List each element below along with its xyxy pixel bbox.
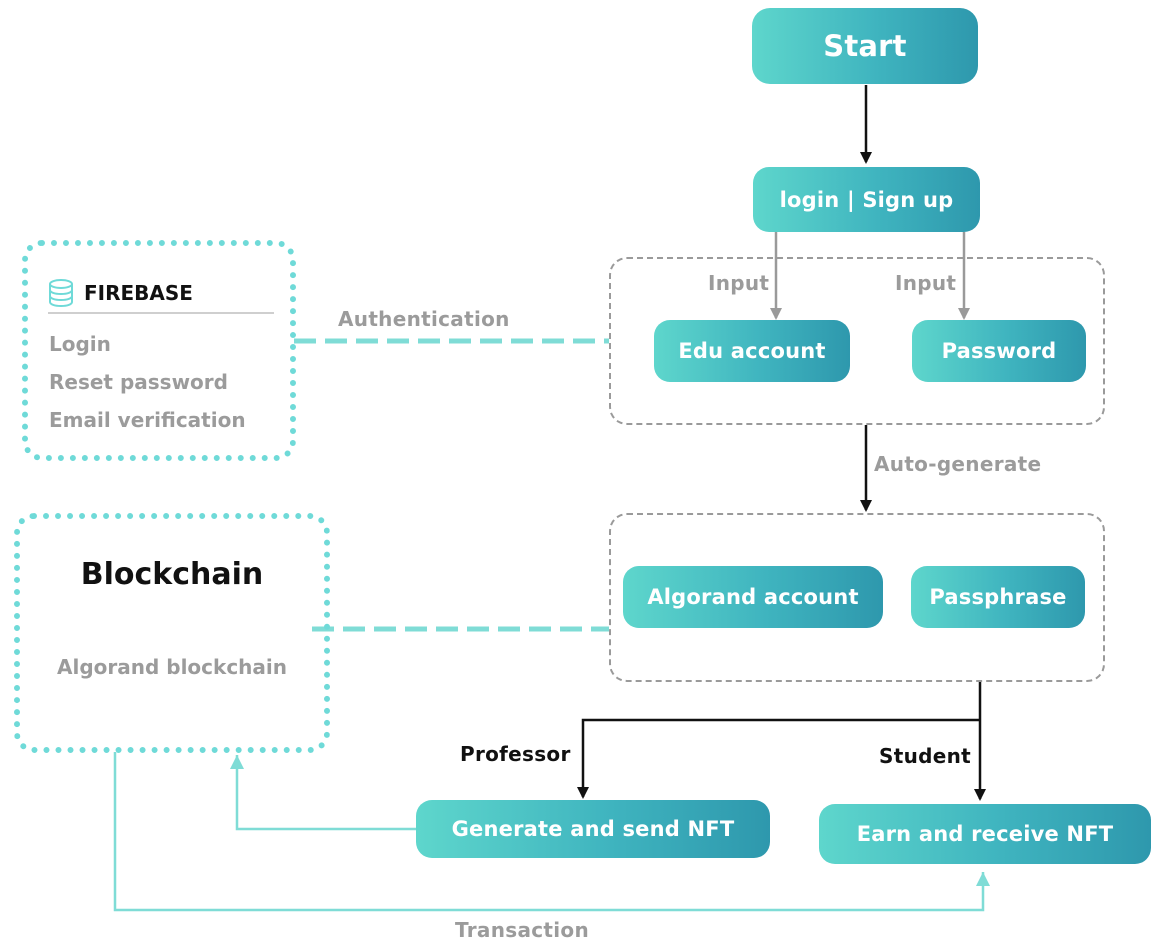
- arrow-to-professor: [577, 718, 980, 799]
- edu-account-node: Edu account: [654, 320, 850, 382]
- firebase-title: FIREBASE: [84, 281, 193, 305]
- student-label: Student: [879, 744, 971, 768]
- auto-generate-label: Auto-generate: [874, 452, 1042, 476]
- authentication-label: Authentication: [338, 307, 510, 331]
- blockchain-subtitle: Algorand blockchain: [56, 655, 288, 679]
- arrow-nft-to-blockchain: [230, 755, 417, 831]
- professor-label: Professor: [460, 742, 571, 766]
- transaction-label: Transaction: [455, 918, 589, 942]
- login-signup-node: login | Sign up: [753, 167, 980, 232]
- password-node: Password: [912, 320, 1086, 382]
- credentials-group: [609, 257, 1105, 425]
- generate-send-nft-node: Generate and send NFT: [416, 800, 770, 858]
- earn-receive-nft-node: Earn and receive NFT: [819, 804, 1151, 864]
- passphrase-node: Passphrase: [911, 566, 1085, 628]
- algorand-account-node: Algorand account: [623, 566, 883, 628]
- arrow-transaction: [113, 752, 990, 912]
- firebase-header: FIREBASE: [48, 274, 274, 314]
- firebase-panel: FIREBASE Login Reset password Email veri…: [22, 240, 296, 461]
- start-node: Start: [752, 8, 978, 84]
- algorand-group: [609, 513, 1105, 682]
- input-label-left: Input: [708, 271, 770, 295]
- blockchain-title: Blockchain: [80, 557, 264, 592]
- firebase-item-email-verification: Email verification: [49, 408, 246, 432]
- firebase-item-login: Login: [49, 332, 111, 356]
- input-label-right: Input: [895, 271, 957, 295]
- firebase-item-reset-password: Reset password: [49, 370, 228, 394]
- blockchain-panel: Blockchain Algorand blockchain: [14, 513, 330, 753]
- database-icon: [48, 279, 74, 308]
